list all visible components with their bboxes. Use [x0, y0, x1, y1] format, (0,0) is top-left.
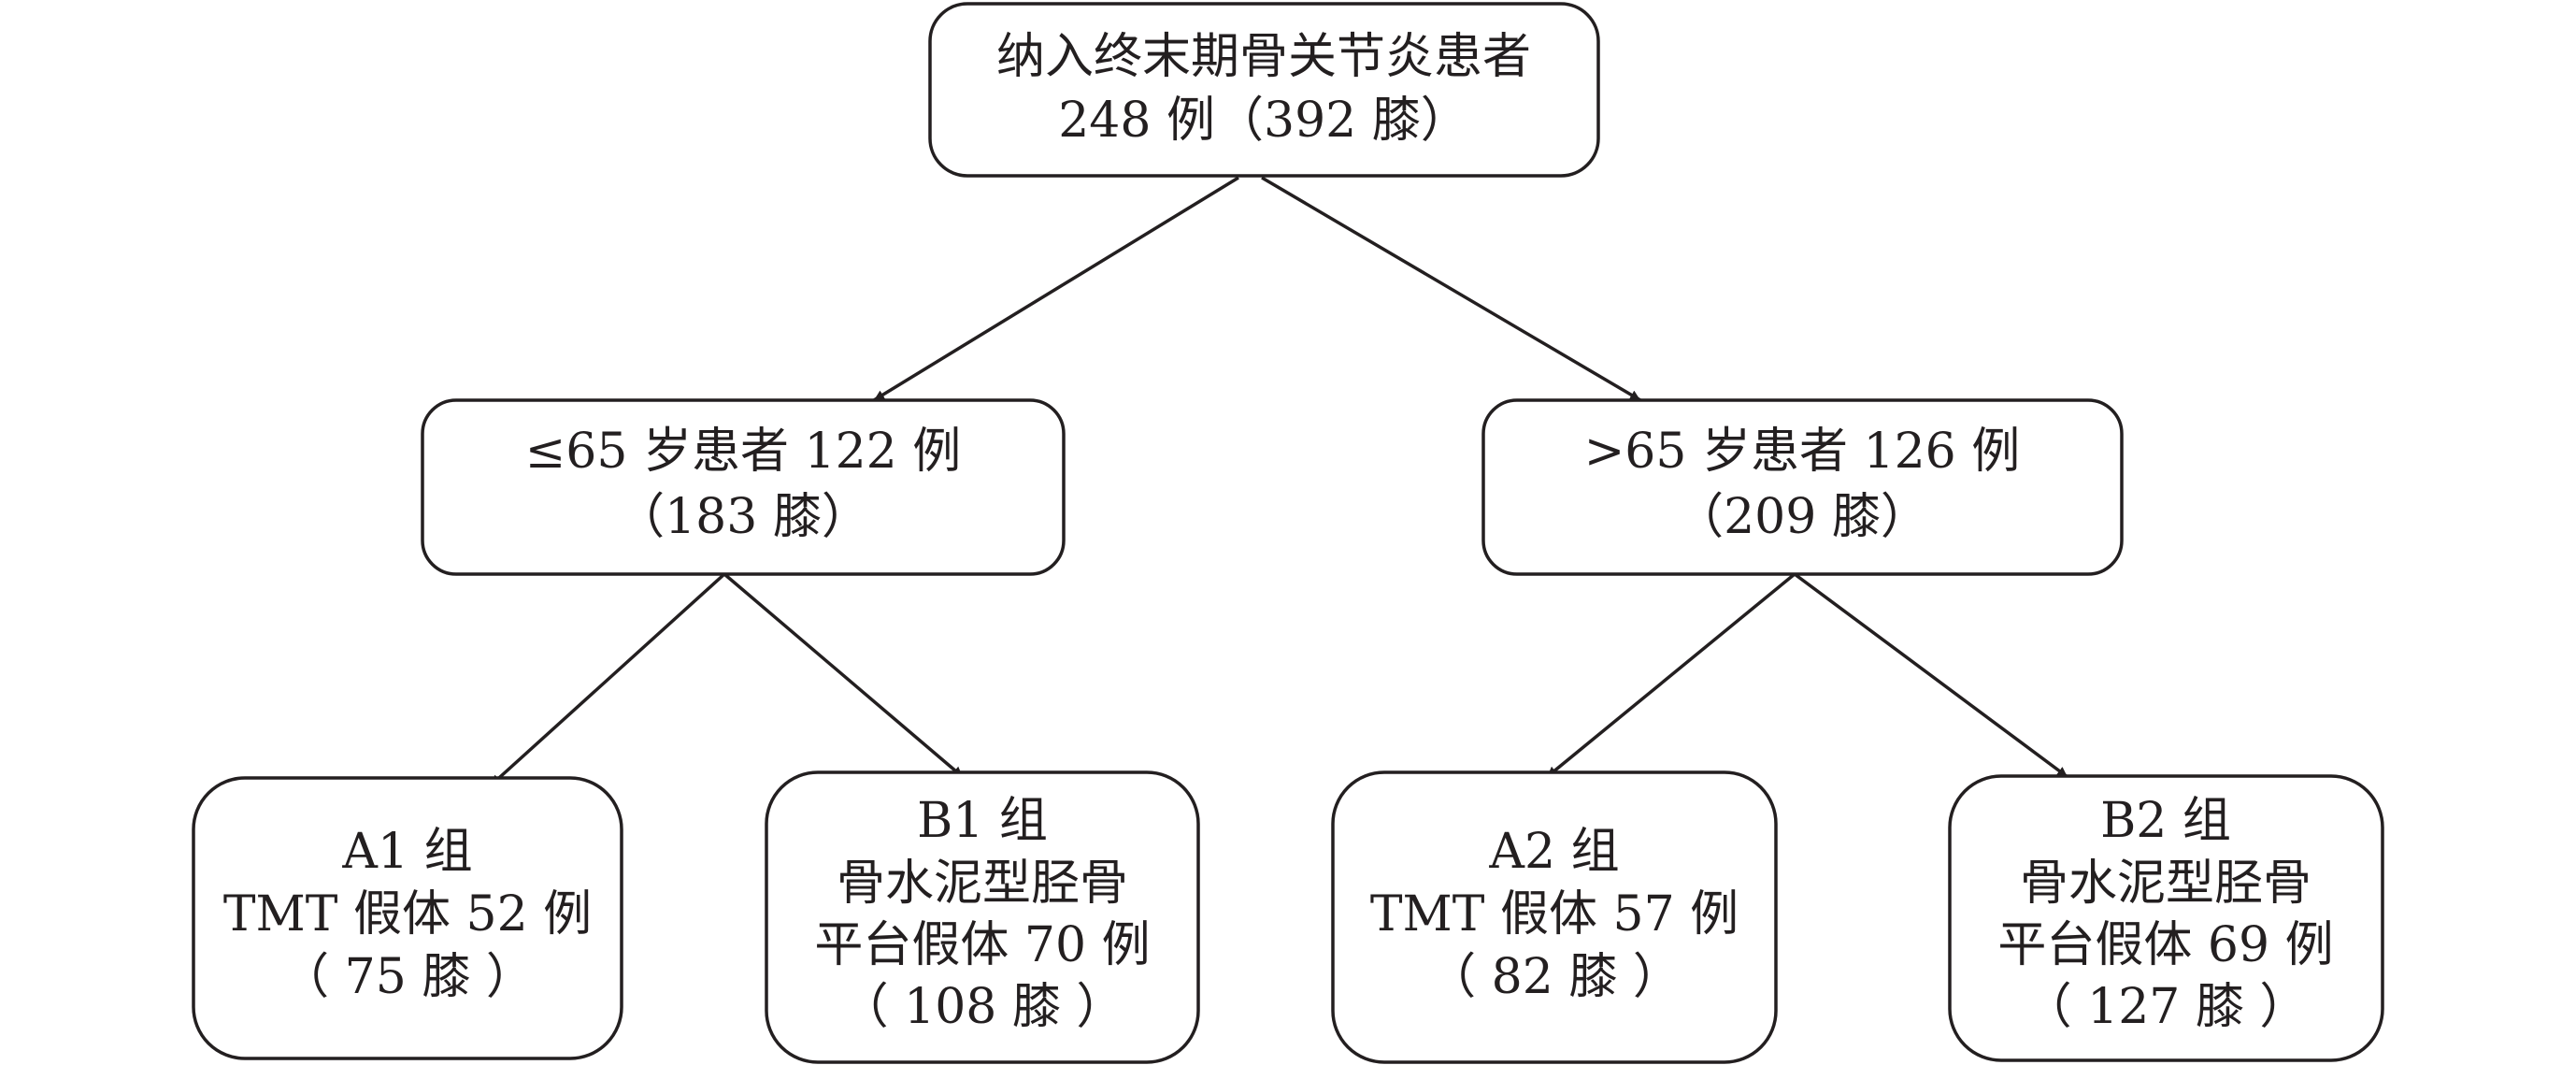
node-group-b2-line-3: 平台假体 69 例	[1997, 917, 2333, 973]
node-group-a2-line-2: TMT 假体 57 例	[1370, 886, 1739, 943]
node-age-over-65-line-2: （209 膝）	[1675, 489, 1929, 545]
arrow-under-65-to-b1	[723, 572, 965, 779]
node-age-over-65-line-1: >65 岁患者 126 例	[1584, 424, 2021, 480]
arrow-over-65-to-a2	[1545, 572, 1796, 779]
node-group-b2-line-2: 骨水泥型胫骨	[2020, 856, 2311, 912]
arrow-over-65-to-b2	[1793, 572, 2069, 779]
node-age-under-65-line-1: ≤65 岁患者 122 例	[525, 424, 962, 480]
node-group-b2-line-1: B2 组	[2100, 793, 2231, 849]
node-group-b1: B1 组 骨水泥型胫骨 平台假体 70 例 （ 108 膝 ）	[765, 770, 1200, 1064]
node-group-a2-line-1: A2 组	[1488, 824, 1619, 880]
arrow-root-to-under-65	[873, 176, 1239, 402]
arrow-root-to-over-65	[1261, 176, 1641, 402]
node-age-under-65-line-2: （183 膝）	[616, 489, 870, 545]
node-group-b1-line-4: （ 108 膝 ）	[840, 979, 1125, 1035]
node-age-over-65: >65 岁患者 126 例 （209 膝）	[1481, 398, 2124, 576]
node-group-a1: A1 组 TMT 假体 52 例 （ 75 膝 ）	[192, 776, 623, 1060]
node-group-b2: B2 组 骨水泥型胫骨 平台假体 69 例 （ 127 膝 ）	[1948, 774, 2384, 1062]
node-group-a1-line-3: （ 75 膝 ）	[280, 949, 535, 1005]
node-group-a2-line-3: （ 82 膝 ）	[1427, 949, 1682, 1005]
node-group-b2-line-4: （ 127 膝 ）	[2024, 979, 2309, 1035]
node-age-under-65: ≤65 岁患者 122 例 （183 膝）	[421, 398, 1066, 576]
node-group-b1-line-3: 平台假体 70 例	[814, 917, 1150, 973]
node-group-b1-line-2: 骨水泥型胫骨	[837, 856, 1128, 912]
node-group-a1-line-1: A1 组	[341, 824, 472, 880]
node-root-line-2: 248 例（392 膝）	[1058, 93, 1469, 149]
node-group-b1-line-1: B1 组	[917, 793, 1048, 849]
node-root: 纳入终末期骨关节炎患者 248 例（392 膝）	[928, 2, 1600, 178]
node-group-a2: A2 组 TMT 假体 57 例 （ 82 膝 ）	[1331, 770, 1778, 1064]
arrow-under-65-to-a1	[489, 572, 726, 787]
node-group-a1-line-2: TMT 假体 52 例	[223, 886, 592, 943]
node-root-line-1: 纳入终末期骨关节炎患者	[996, 29, 1531, 85]
